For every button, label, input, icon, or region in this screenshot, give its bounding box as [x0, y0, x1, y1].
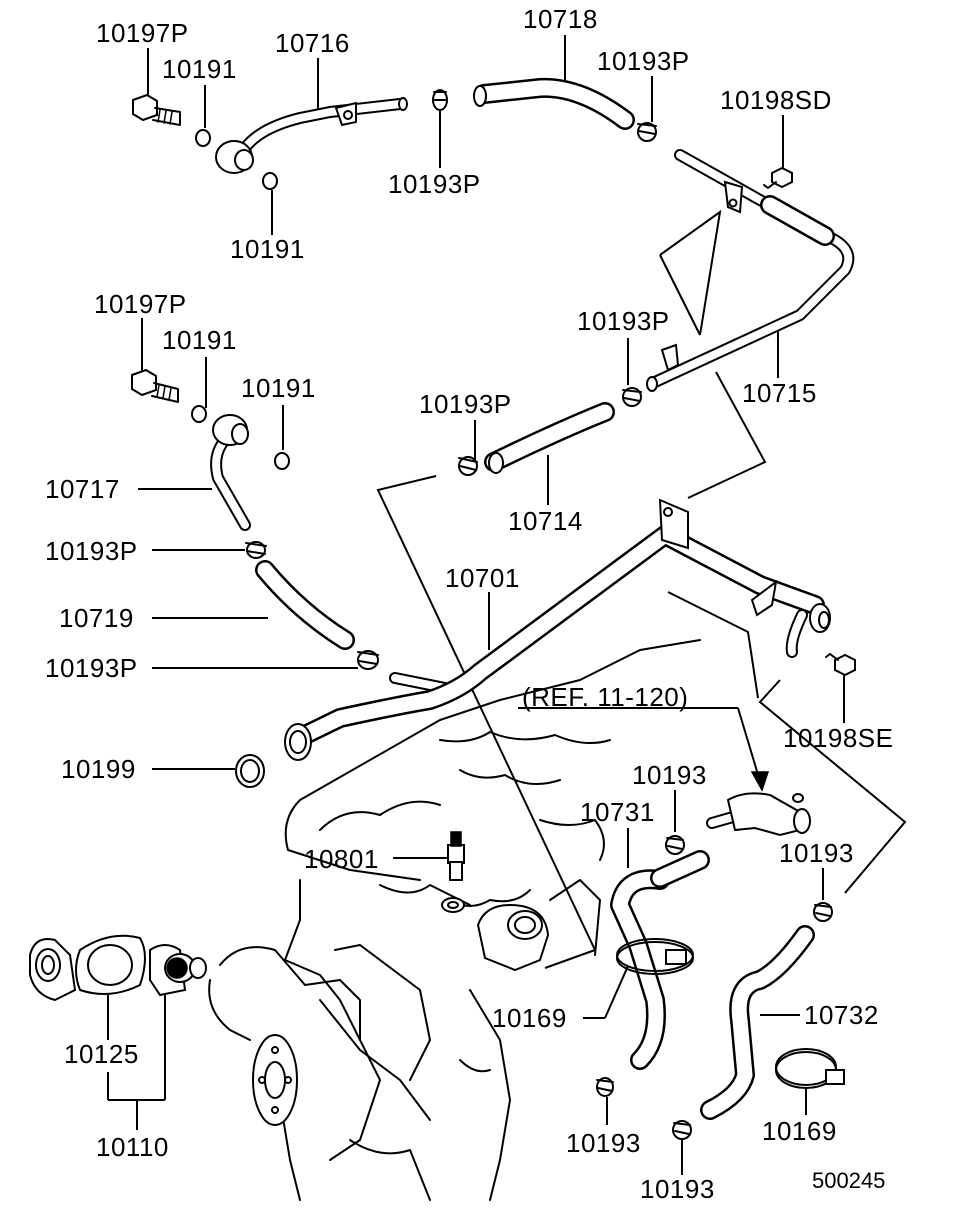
- label-10714: 10714: [508, 506, 583, 536]
- clamp-10193-a: [665, 835, 685, 855]
- hose-10719: [255, 560, 355, 650]
- label-10719: 10719: [59, 603, 134, 633]
- label-10731: 10731: [580, 797, 655, 827]
- label-10193P-d: 10193P: [419, 389, 512, 419]
- label-10716: 10716: [275, 28, 350, 58]
- clamp-10193P-b: [637, 122, 657, 142]
- gasket-10199: [235, 754, 265, 788]
- label-10801: 10801: [304, 844, 379, 874]
- leader-lines: [107, 35, 907, 1175]
- label-10193-c: 10193: [566, 1128, 641, 1158]
- label-10169-a: 10169: [492, 1003, 567, 1033]
- banjo-bolt-upper: [132, 93, 181, 126]
- label-10197P-upper: 10197P: [96, 18, 189, 48]
- label-10193P-e: 10193P: [45, 536, 138, 566]
- pipe-10715: [646, 149, 855, 392]
- clamp-10193-b: [813, 902, 833, 922]
- label-10169-b: 10169: [762, 1116, 837, 1146]
- washer-10191-c: [191, 405, 207, 423]
- washer-10191-a: [195, 129, 211, 147]
- water-pump: [208, 944, 431, 1161]
- label-10193-b: 10193: [779, 838, 854, 868]
- clamp-10193-d: [672, 1120, 692, 1140]
- hose-10718: [473, 77, 635, 130]
- label-10732: 10732: [804, 1000, 879, 1030]
- thermostat-housing: [476, 903, 550, 972]
- label-10198SD: 10198SD: [720, 85, 832, 115]
- water-temp-sender-10801: [447, 831, 465, 881]
- pipe-10701: [284, 498, 831, 761]
- label-10191-d: 10191: [241, 373, 316, 403]
- bolt-10198SE: [825, 653, 856, 677]
- clamp-10193P-e: [245, 541, 267, 559]
- label-10125: 10125: [64, 1039, 139, 1069]
- label-10193-d: 10193: [640, 1174, 715, 1204]
- label-10110: 10110: [96, 1132, 169, 1162]
- pipe-10717: [210, 414, 251, 531]
- clamp-10193P-f: [357, 650, 379, 670]
- hose-10731: [610, 850, 710, 1070]
- label-10193-a: 10193: [632, 760, 707, 790]
- label-10198SE: 10198SE: [783, 723, 893, 753]
- label-10718: 10718: [523, 4, 598, 34]
- label-10191-a: 10191: [162, 54, 237, 84]
- label-10191-b: 10191: [230, 234, 305, 264]
- clamp-10193P-c: [622, 387, 642, 407]
- pipe-10716: [215, 97, 408, 174]
- engine-block: [279, 639, 701, 1201]
- label-10701: 10701: [445, 563, 520, 593]
- label-10193P-b: 10193P: [388, 169, 481, 199]
- label-10199: 10199: [61, 754, 136, 784]
- part-labels: 10197P 10191 10716 10718 10193P 10198SD …: [45, 4, 893, 1204]
- hose-10714: [484, 402, 615, 474]
- figure-number: 500245: [812, 1168, 885, 1193]
- bolt-10198SD: [763, 166, 793, 189]
- label-10715: 10715: [742, 378, 817, 408]
- gasket-10125: [75, 934, 146, 995]
- clamp-10193P-a: [432, 89, 448, 111]
- washer-10191-b: [262, 172, 278, 190]
- hose-10732: [700, 925, 815, 1120]
- label-10193P-a: 10193P: [597, 46, 690, 76]
- washer-10191-d: [274, 452, 290, 470]
- label-10193P-f: 10193P: [45, 653, 138, 683]
- banjo-bolt-lower: [131, 368, 179, 403]
- clamp-10193P-d: [458, 456, 478, 476]
- reference-note: (REF. 11-120): [522, 682, 688, 712]
- thermostat-case: [29, 938, 77, 1002]
- label-10191-c: 10191: [162, 325, 237, 355]
- clamp-10169-b: [775, 1048, 845, 1089]
- clamp-10169-a: [616, 938, 694, 975]
- label-10717: 10717: [45, 474, 120, 504]
- thermostat: [149, 944, 207, 997]
- label-10193P-c: 10193P: [577, 306, 670, 336]
- hose-fitting-ref: [706, 792, 811, 837]
- label-10197P-lower: 10197P: [94, 289, 187, 319]
- clamp-10193-c: [596, 1077, 614, 1097]
